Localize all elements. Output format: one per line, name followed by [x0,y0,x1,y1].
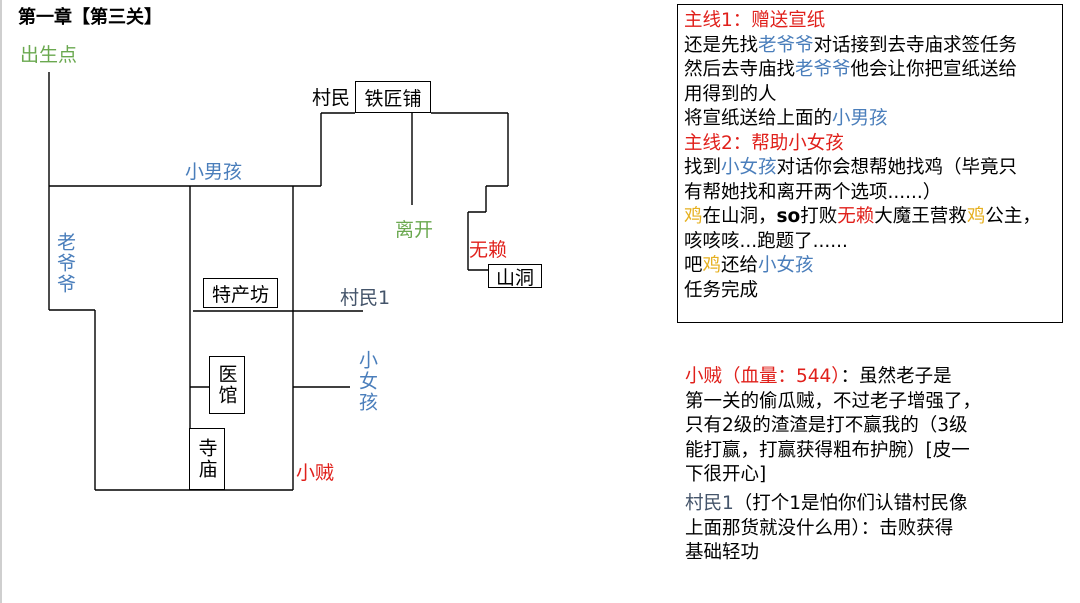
quest2-line1: 找到小女孩对话你会想帮她找鸡（毕竟只 [684,157,1018,178]
leave-label: 离开 [395,219,434,241]
quest2-line6: 任务完成 [684,279,759,301]
villager-note-line1: 村民1（打个1是怕你们认错村民像 [685,493,968,514]
left-edge [0,0,2,603]
birthpoint-label: 出生点 [20,44,78,66]
clinic-label: 医馆 [215,364,238,406]
quest1-line3: 用得到的人 [684,83,777,105]
thief-note-line3: 只有2级的渣渣是打不赢我的（3级 [685,415,968,436]
smithy-box: 铁匠铺 [355,81,431,113]
rascal-label: 无赖 [469,239,508,261]
villager1-label: 村民1 [340,287,391,309]
thief-note-line2: 第一关的偷瓜贼，不过老子增强了， [685,390,982,412]
quest2-title: 主线2：帮助小女孩 [684,132,844,154]
specialty-shop-label: 特产坊 [211,283,269,306]
little-girl-label: 小女孩 [356,350,378,413]
quest2-line5: 吧鸡还给小女孩 [684,255,814,276]
temple-label: 寺庙 [195,438,218,480]
clinic-box: 医馆 [209,356,245,414]
quest2-line3: 鸡在山洞，so打败无赖大魔王营救鸡公主， [684,206,1041,227]
quest2-line2: 有帮她找和离开两个选项......） [684,181,942,203]
quest1-line1: 还是先找老爷爷对话接到去寺庙求签任务 [684,34,1018,56]
quest-box: 主线1：赠送宣纸 还是先找老爷爷对话接到去寺庙求签任务 然后去寺庙找老爷爷他会让… [677,4,1063,323]
quest2-line4: 咳咳咳...跑题了...... [684,230,848,252]
villager-label: 村民 [312,87,351,109]
thief-note-line4: 能打赢，打赢获得粗布护腕）[皮一 [685,439,970,461]
chapter-title: 第一章【第三关】 [18,7,162,28]
specialty-shop-box: 特产坊 [203,278,278,308]
thief-note-line5: 下很开心] [685,464,767,485]
grandpa-label: 老爷爷 [54,232,76,295]
thief-note: 小贼（血量：544）：虽然老子是 第一关的偷瓜贼，不过老子增强了， 只有2级的渣… [685,365,1015,488]
cave-box: 山洞 [488,264,542,289]
cave-label: 山洞 [495,266,534,289]
villager-note-line3: 基础轻功 [685,542,760,563]
villager-note: 村民1（打个1是怕你们认错村民像 上面那货就没什么用）：击败获得 基础轻功 [685,492,1015,566]
little-boy-label: 小男孩 [185,161,243,183]
quest1-line4: 将宣纸送给上面的小男孩 [684,108,888,129]
quest1-title: 主线1：赠送宣纸 [684,10,826,31]
thief-label: 小贼 [296,462,335,484]
villager-note-line2: 上面那货就没什么用）：击败获得 [685,517,954,539]
map-diagram: 第一章【第三关】 出生点 村民 铁匠铺 小男孩 离开 无赖 山洞 老爷爷 特产坊… [18,7,542,491]
thief-note-line1: 小贼（血量：544）：虽然老子是 [685,366,952,387]
quest1-line2: 然后去寺庙找老爷爷他会让你把宣纸送给 [684,59,1018,80]
smithy-label: 铁匠铺 [364,87,422,110]
temple-box: 寺庙 [189,428,225,490]
map-lines [48,72,509,491]
